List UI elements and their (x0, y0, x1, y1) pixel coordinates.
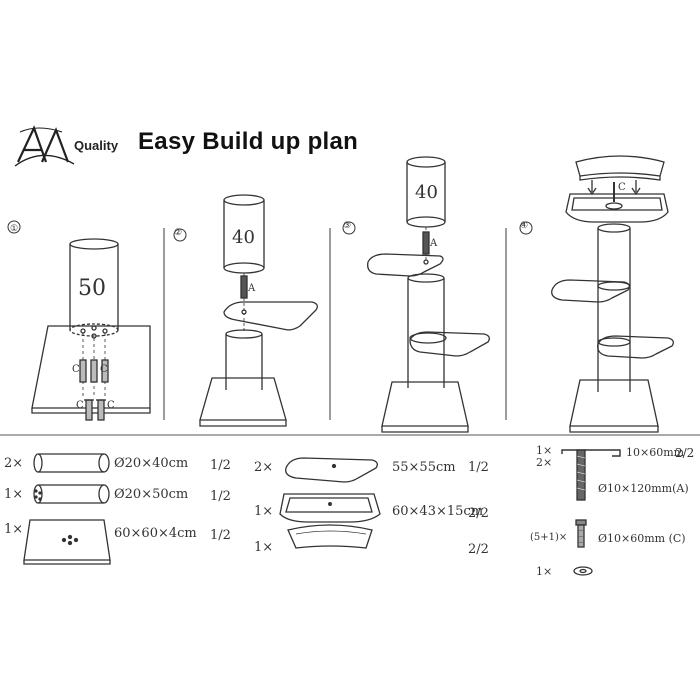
spec-tube-40: Ø20×40cm (114, 456, 189, 471)
step-number: ① (10, 224, 18, 234)
step-circle (519, 221, 533, 235)
set-allen-key: 2/2 (675, 446, 695, 460)
qty-washer: 1× (536, 565, 553, 578)
step-number-2: ② (174, 228, 183, 238)
cushion (575, 155, 665, 177)
step-circle (7, 220, 21, 234)
tube-50-icon (33, 484, 110, 504)
post-label-40: 40 (232, 227, 255, 248)
spec-platform: 55×55cm (392, 460, 456, 475)
platform-icon (285, 457, 378, 483)
step-circle (173, 228, 187, 242)
basket-icon (279, 493, 381, 523)
marker-c: C (100, 364, 108, 375)
qty-cushion: 1× (254, 540, 274, 555)
platform-board (223, 301, 318, 331)
cushion-icon (287, 524, 373, 549)
threaded-rod-icon (576, 449, 586, 501)
set-tube-50: 1/2 (210, 489, 231, 504)
spec-threaded-rod: Ø10×120mm(A) (598, 482, 689, 495)
step2-drawing (199, 194, 318, 427)
qty-tube-40: 2× (4, 456, 24, 471)
qty-basket: 1× (254, 504, 274, 519)
brand-logo (14, 125, 75, 167)
step-number-4: ④ (520, 221, 529, 231)
post-top (69, 238, 119, 250)
tube-40-icon (33, 453, 110, 473)
step-circle (342, 221, 356, 235)
page-title: Easy Build up plan (138, 128, 359, 155)
qty-allen-key: 1× (536, 444, 553, 457)
qty-threaded-rod: 2× (536, 456, 553, 469)
spec-allen-key: 10×60mm (626, 446, 685, 459)
qty-tube-50: 1× (4, 487, 24, 502)
qty-platform: 2× (254, 460, 274, 475)
logo-label: Quality (74, 138, 119, 153)
spec-tube-50: Ø20×50cm (114, 487, 189, 502)
basket (565, 193, 669, 223)
set-cushion: 2/2 (468, 542, 489, 557)
washer-icon (573, 566, 593, 576)
set-basket: 2/2 (468, 506, 489, 521)
spec-bolt: Ø10×60mm (C) (598, 532, 686, 545)
step1-drawing (31, 238, 151, 421)
set-platform: 1/2 (468, 460, 489, 475)
spec-base: 60×60×4cm (114, 526, 197, 541)
marker-c: C (107, 400, 115, 411)
marker-c: C (618, 182, 626, 193)
qty-base: 1× (4, 522, 24, 537)
post-label-50: 50 (78, 276, 106, 301)
allen-key-icon (561, 449, 621, 457)
marker-c: C (76, 400, 84, 411)
step4-drawing (551, 155, 674, 433)
base-plate-icon (23, 519, 111, 565)
set-base: 1/2 (210, 528, 231, 543)
step3-drawing (367, 156, 490, 433)
set-tube-40: 1/2 (210, 458, 231, 473)
bolt-icon (575, 519, 587, 548)
marker-c: C (72, 364, 80, 375)
post-label-40: 40 (415, 182, 438, 203)
marker-a: A (430, 238, 438, 249)
step-number-3: ③ (343, 221, 352, 231)
qty-bolt: (5+1)× (530, 532, 568, 543)
spec-basket: 60×43×15cm (392, 504, 484, 519)
marker-a: A (248, 283, 256, 294)
